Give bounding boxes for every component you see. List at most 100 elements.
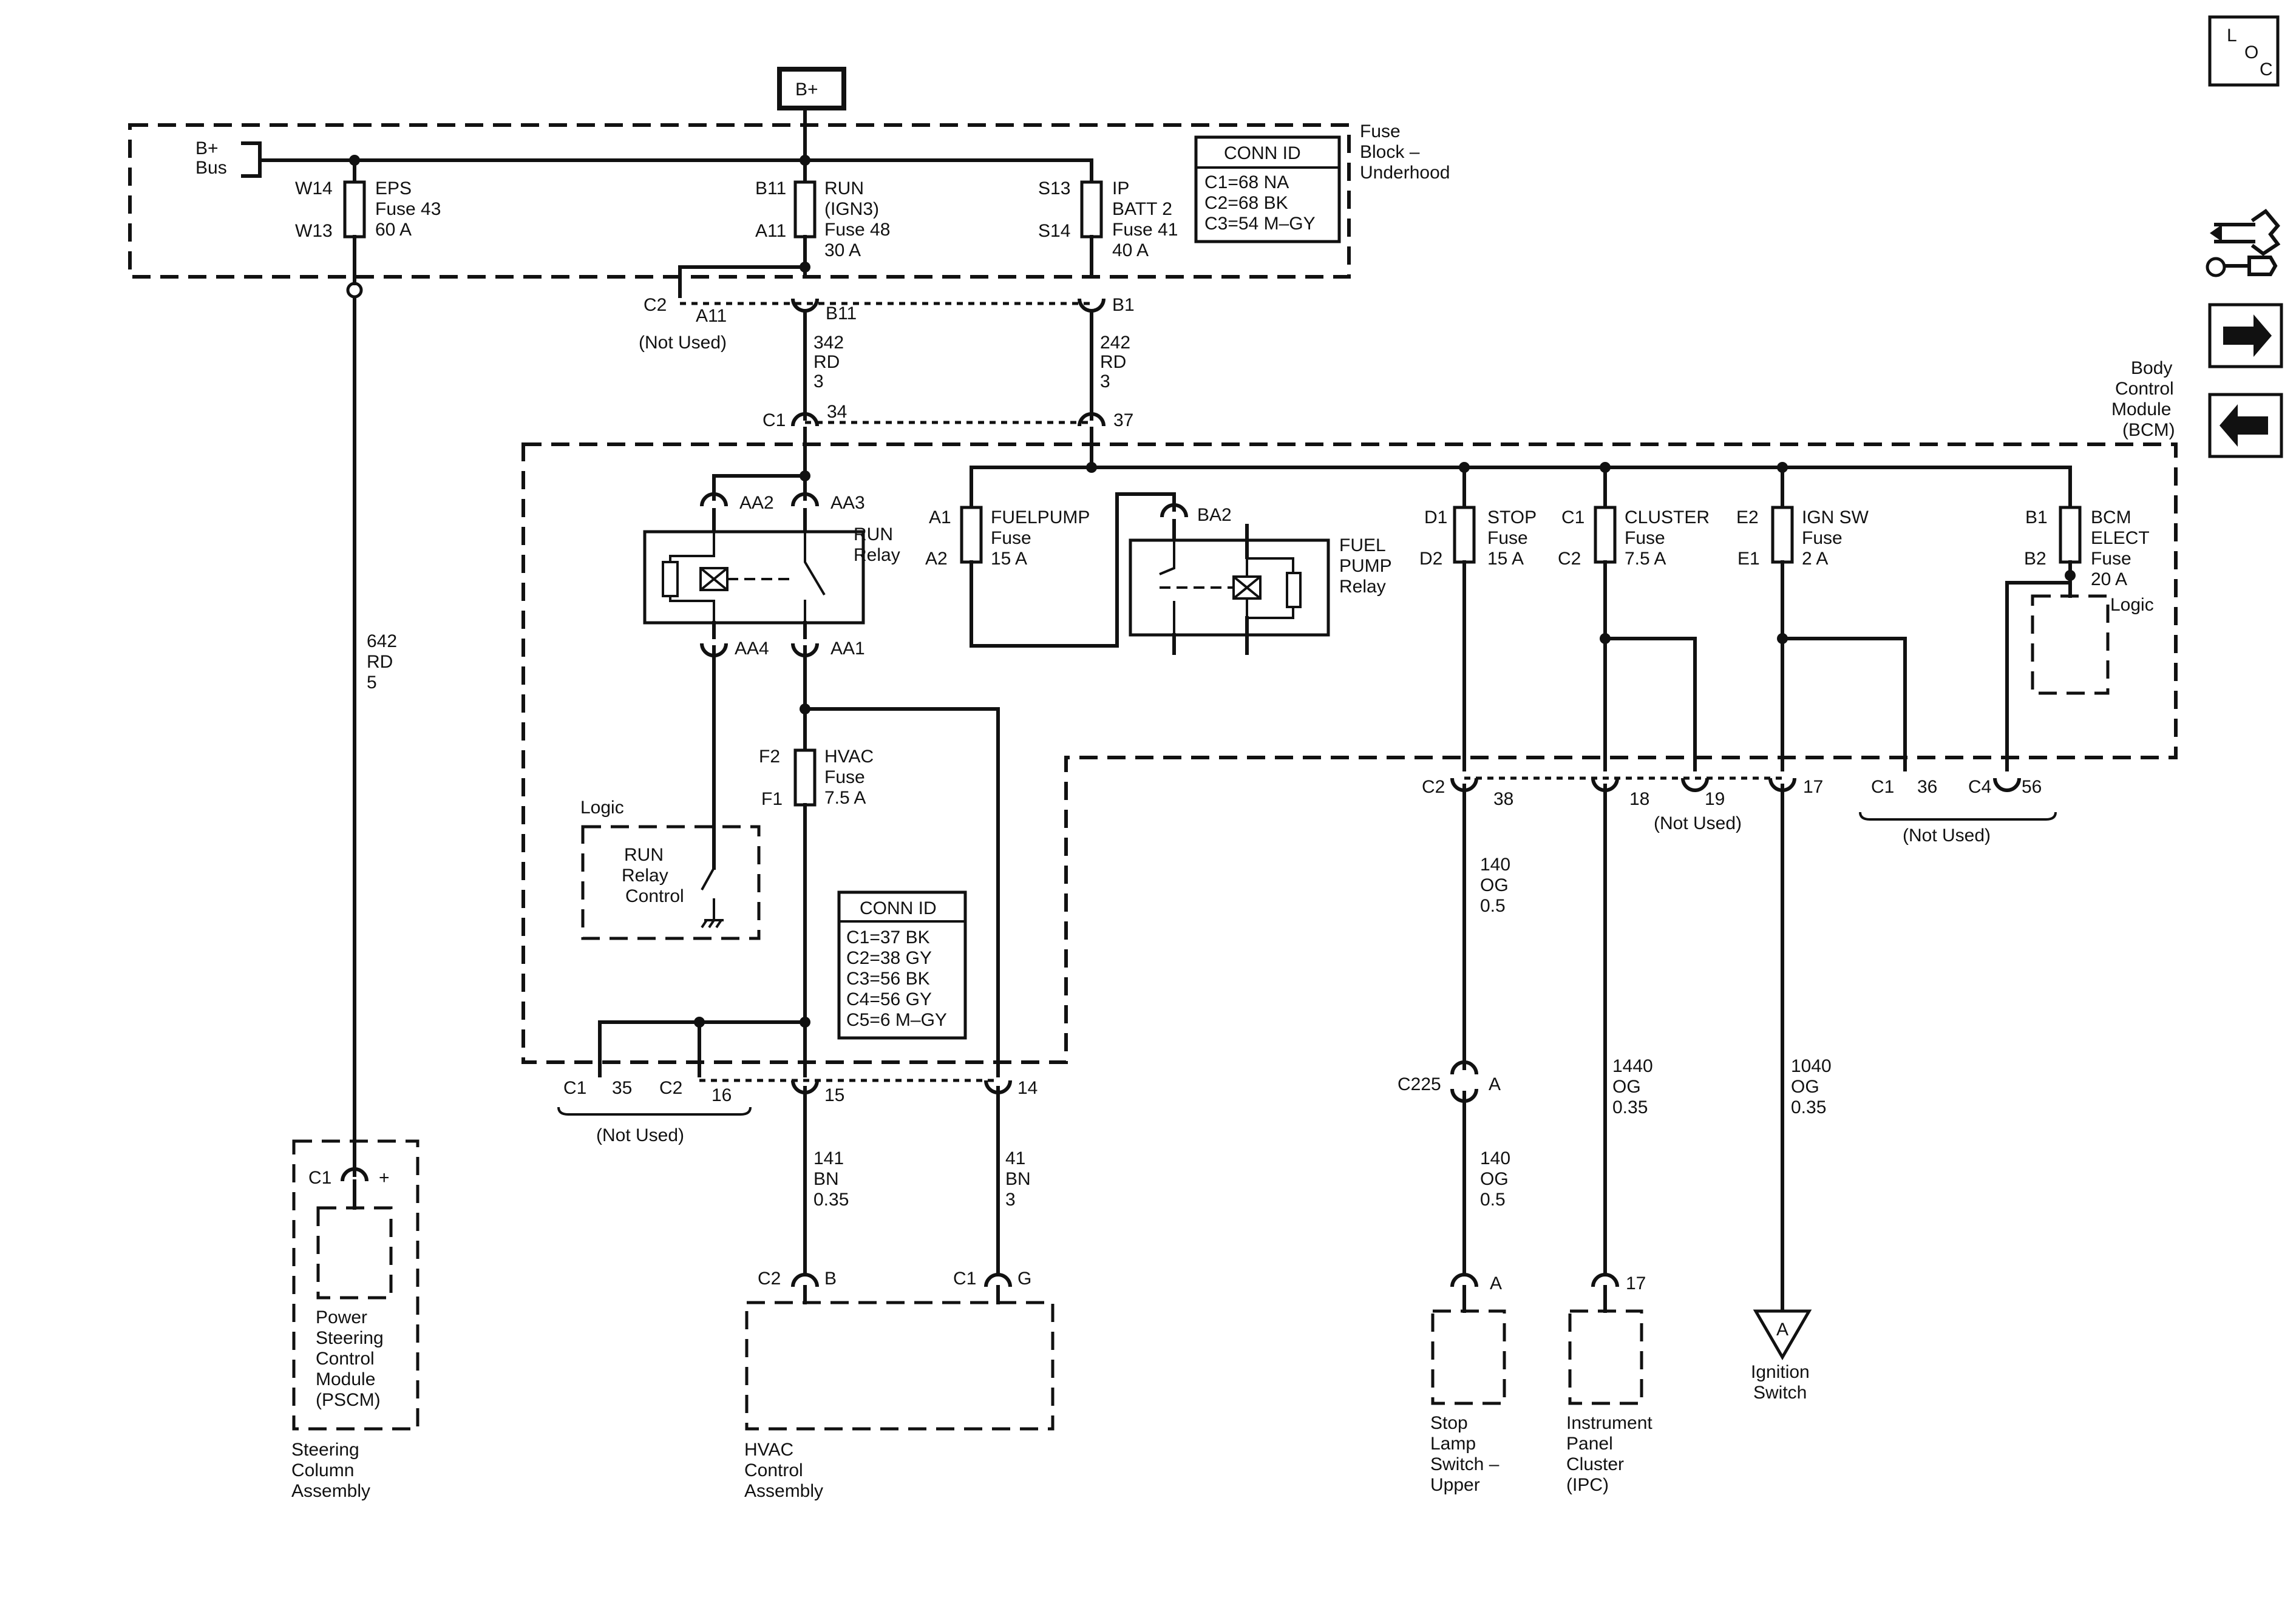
wire-642-label: 642 RD 5: [367, 631, 397, 693]
svg-text:Steering: Steering: [291, 1440, 359, 1460]
svg-text:RD: RD: [813, 352, 840, 372]
loc-button[interactable]: L O C: [2208, 15, 2280, 87]
svg-text:EPS: EPS: [375, 178, 412, 198]
ip-batt2-fuse-41: S13 S14 IP BATT 2 Fuse 41 40 A: [1038, 158, 1178, 279]
run-relay-control-logic: Logic RUN Relay Control: [580, 798, 761, 940]
svg-text:BN: BN: [1005, 1169, 1031, 1189]
svg-text:RD: RD: [367, 652, 393, 672]
next-page-button[interactable]: [2208, 303, 2283, 368]
svg-text:F1: F1: [761, 789, 783, 809]
svg-text:OG: OG: [1791, 1077, 1819, 1097]
svg-text:Panel: Panel: [1566, 1434, 1613, 1454]
svg-text:34: 34: [827, 402, 847, 422]
svg-text:C1: C1: [763, 410, 786, 430]
svg-text:BN: BN: [813, 1169, 839, 1189]
ignition-switch: A Ignition Switch: [1751, 1309, 1812, 1403]
svg-text:AA2: AA2: [739, 493, 774, 513]
svg-text:HVAC: HVAC: [744, 1440, 793, 1460]
svg-text:C1=37 BK: C1=37 BK: [846, 927, 930, 947]
stop-lamp-switch-upper: A Stop Lamp Switch – Upper: [1430, 1273, 1506, 1495]
svg-text:Steering: Steering: [316, 1328, 384, 1348]
svg-text:1440: 1440: [1612, 1056, 1653, 1076]
svg-text:RUN: RUN: [624, 845, 664, 865]
fuse-block-underhood: Fuse Block – Underhood B+ Bus CONN ID C1…: [128, 121, 1450, 279]
svg-text:Instrument: Instrument: [1566, 1413, 1652, 1433]
fuse-block-conn-id: CONN ID C1=68 NA C2=68 BK C3=54 M–GY: [1194, 135, 1341, 243]
svg-text:20 A: 20 A: [2091, 569, 2127, 589]
svg-text:Switch –: Switch –: [1430, 1454, 1500, 1474]
svg-text:17: 17: [1626, 1273, 1646, 1293]
svg-text:C1: C1: [1871, 777, 1894, 797]
svg-text:BATT 2: BATT 2: [1112, 199, 1172, 219]
svg-text:BCM: BCM: [2091, 507, 2131, 527]
svg-text:C1: C1: [563, 1078, 586, 1098]
instrument-panel-cluster: 17 Instrument Panel Cluster (IPC): [1566, 1273, 1652, 1495]
svg-text:C4=56 GY: C4=56 GY: [846, 989, 932, 1009]
svg-text:PUMP: PUMP: [1339, 556, 1392, 576]
svg-text:A: A: [1490, 1273, 1502, 1293]
svg-text:ELECT: ELECT: [2091, 528, 2150, 548]
connector-tool-icon[interactable]: [2206, 208, 2281, 277]
steering-column-assembly-label: Steering Column Assembly: [291, 1440, 370, 1501]
svg-text:Column: Column: [291, 1460, 354, 1480]
svg-text:OG: OG: [1480, 875, 1509, 895]
svg-text:30 A: 30 A: [824, 240, 861, 260]
svg-text:RUN: RUN: [824, 178, 864, 198]
svg-text:38: 38: [1493, 789, 1513, 809]
svg-text:C2: C2: [644, 295, 667, 315]
cluster-fuse: C1 C2 CLUSTER Fuse 7.5 A: [1558, 466, 1710, 771]
svg-text:36: 36: [1917, 777, 1937, 797]
bus-label: B+: [195, 138, 219, 158]
svg-text:B11: B11: [826, 303, 857, 324]
arrow-right-icon: [2223, 314, 2272, 357]
svg-text:5: 5: [367, 673, 377, 693]
svg-text:Relay: Relay: [1339, 577, 1386, 597]
svg-text:B2: B2: [2024, 549, 2046, 569]
svg-text:C1=68 NA: C1=68 NA: [1204, 172, 1289, 192]
svg-text:AA4: AA4: [735, 639, 769, 659]
svg-text:A1: A1: [929, 507, 951, 527]
svg-text:W14: W14: [295, 178, 333, 198]
svg-text:Block –: Block –: [1360, 142, 1420, 162]
bcm-title: Body: [2131, 358, 2172, 378]
arrow-left-icon: [2220, 404, 2268, 447]
svg-text:W13: W13: [295, 221, 333, 241]
svg-text:Module: Module: [2111, 399, 2171, 419]
svg-text:Control: Control: [744, 1460, 803, 1480]
svg-text:(BCM): (BCM): [2122, 420, 2175, 440]
svg-text:B: B: [824, 1269, 837, 1289]
svg-text:56: 56: [2022, 777, 2042, 797]
svg-text:BA2: BA2: [1197, 505, 1232, 525]
svg-text:G: G: [1017, 1269, 1031, 1289]
svg-text:AA3: AA3: [830, 493, 865, 513]
svg-text:3: 3: [1005, 1190, 1016, 1210]
svg-text:IP: IP: [1112, 178, 1129, 198]
svg-text:Fuse: Fuse: [824, 767, 865, 787]
svg-text:C2: C2: [1558, 549, 1581, 569]
svg-text:C5=6 M–GY: C5=6 M–GY: [846, 1010, 947, 1030]
svg-text:C2=38 GY: C2=38 GY: [846, 948, 932, 968]
svg-text:7.5 A: 7.5 A: [1625, 549, 1666, 569]
svg-text:Underhood: Underhood: [1360, 163, 1450, 183]
previous-page-button[interactable]: [2208, 393, 2283, 458]
svg-text:Fuse: Fuse: [1487, 528, 1528, 548]
svg-text:CONN ID: CONN ID: [860, 898, 937, 918]
svg-text:C225: C225: [1398, 1074, 1441, 1094]
svg-text:242: 242: [1100, 333, 1130, 353]
svg-text:C2: C2: [659, 1078, 682, 1098]
wire-140-upper-label: 140 OG 0.5: [1480, 855, 1510, 916]
svg-text:0.5: 0.5: [1480, 1190, 1506, 1210]
svg-text:Fuse: Fuse: [1802, 528, 1843, 548]
hvac-fuse: F2 F1 HVAC Fuse 7.5 A: [759, 747, 874, 809]
svg-text:1040: 1040: [1791, 1056, 1832, 1076]
svg-text:60 A: 60 A: [375, 220, 412, 240]
fuel-pump-relay: BA2 FUEL PUMP Relay: [1129, 503, 1392, 655]
svg-text:642: 642: [367, 631, 397, 651]
svg-text:A: A: [1489, 1074, 1501, 1094]
svg-text:Ignition: Ignition: [1751, 1362, 1810, 1382]
svg-text:0.35: 0.35: [813, 1190, 849, 1210]
svg-text:Control: Control: [316, 1349, 375, 1369]
svg-text:(PSCM): (PSCM): [316, 1390, 381, 1410]
svg-text:18: 18: [1629, 789, 1649, 809]
svg-text:C1: C1: [308, 1168, 331, 1188]
